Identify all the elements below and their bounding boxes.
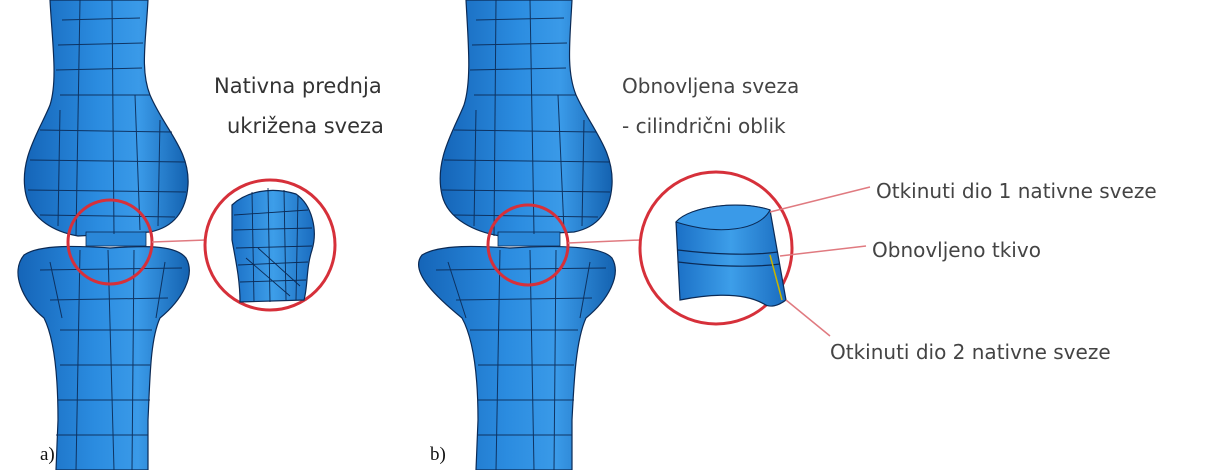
panel-a-tag: a) xyxy=(40,444,55,465)
leader-line-a xyxy=(152,240,206,242)
panel-b: Obnovljena sveza - cilindrični oblik Otk… xyxy=(419,0,1157,470)
leader-line-b xyxy=(568,240,640,243)
callout-mid-label: Obnovljeno tkivo xyxy=(872,238,1041,262)
panel-a: Nativna prednja ukrižena sveza a) xyxy=(18,0,384,470)
panel-a-label-line2: ukrižena sveza xyxy=(227,114,384,138)
tibia-b xyxy=(419,246,616,470)
callout-top-label: Otkinuti dio 1 nativne sveze xyxy=(876,179,1157,203)
panel-b-label-line2: - cilindrični oblik xyxy=(622,114,786,138)
leader-top xyxy=(770,187,870,212)
leader-bottom xyxy=(786,300,830,336)
panel-a-label-line1: Nativna prednja xyxy=(214,74,382,98)
callout-bottom-label: Otkinuti dio 2 nativne sveze xyxy=(830,340,1111,364)
tibia-a xyxy=(18,246,189,470)
joint-tissue-b xyxy=(498,232,560,246)
panel-b-tag: b) xyxy=(430,444,446,465)
panel-b-label-line1: Obnovljena sveza xyxy=(622,74,799,98)
joint-tissue-a xyxy=(86,232,146,246)
femur-b xyxy=(440,0,612,236)
